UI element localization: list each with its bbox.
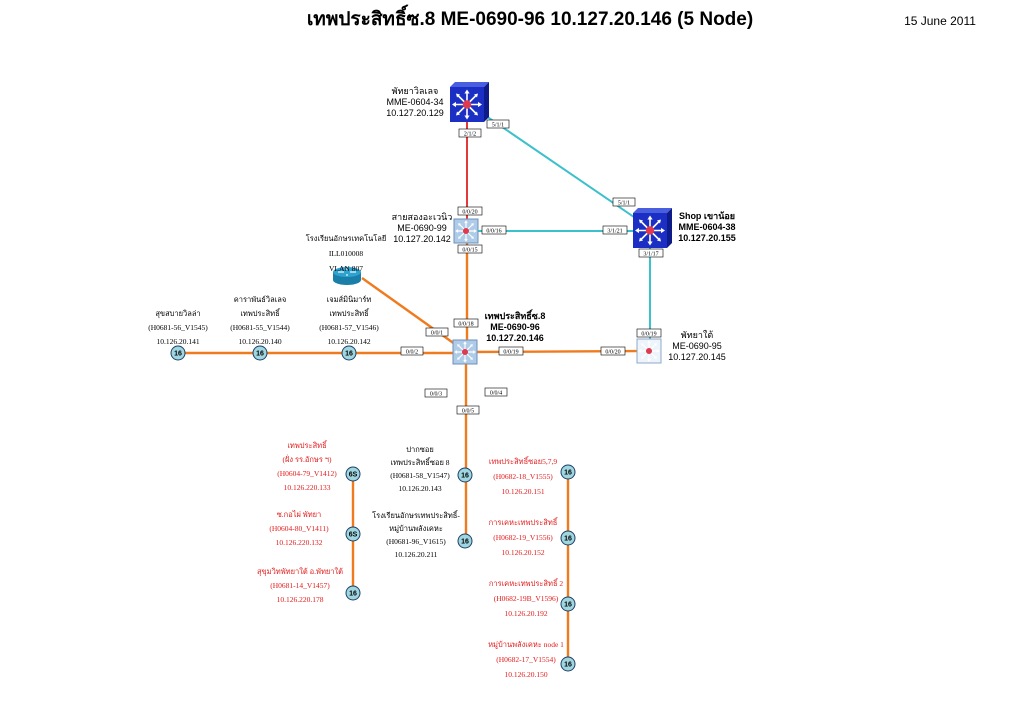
node-south-2[interactable]: 16	[457, 533, 473, 549]
node-label-south-2: โรงเรียนอักษรเทพประสิทธิ์- หมู่บ้านพลังเ…	[372, 511, 460, 559]
port-label: 0/0/18	[453, 318, 479, 328]
svg-text:0/0/18: 0/0/18	[458, 321, 473, 327]
port-label: 0/0/5	[456, 405, 480, 415]
svg-text:0/0/20: 0/0/20	[462, 209, 477, 215]
node-label-red-3: สุขุมวิทพัทยาใต้ อ.พัทยาใต้ (H0681-14_V1…	[256, 567, 344, 604]
node-east-3[interactable]: 16	[560, 596, 576, 612]
svg-text:0/0/19: 0/0/19	[503, 349, 518, 355]
node-west-3[interactable]: 16	[341, 345, 357, 361]
node-red-2[interactable]: 6S	[345, 526, 361, 542]
switch-sai-song[interactable]	[453, 218, 479, 244]
svg-text:0/0/1: 0/0/1	[431, 330, 443, 336]
svg-text:0/0/20: 0/0/20	[605, 349, 620, 355]
port-label: 3/1/21	[602, 225, 628, 234]
node-label-east-3: การเคหะเทพประสิทธิ์ 2 (H0682-19B_V1596) …	[488, 579, 564, 618]
switch-icon	[451, 88, 483, 121]
switch-label-pattaya-village: พัทยาวิลเลจ MME-0604-34 10.127.20.129	[386, 86, 444, 118]
port-labels: 2/1/2 5/1/1 5/1/1 3/1/21 3/1/17 0/0/20 0…	[400, 119, 664, 415]
svg-text:16: 16	[564, 470, 572, 477]
svg-text:16: 16	[564, 602, 572, 609]
switch-thepprasit8[interactable]	[452, 339, 478, 365]
svg-text:5/1/1: 5/1/1	[492, 122, 504, 128]
port-label: 0/0/19	[636, 328, 662, 338]
switch-shop-khao-noi[interactable]	[633, 208, 672, 248]
router-label: โรงเรียนอักษรเทคโนโลยี ILL010008 VLAN 80…	[305, 234, 387, 273]
node-west-1[interactable]: 16	[170, 345, 186, 361]
router-akson-tech[interactable]	[333, 267, 361, 285]
node-label-red-1: เทพประสิทธิ์ (ฝั่ง รร.อักษร ฯ) (H0604-79…	[277, 441, 337, 492]
svg-text:5/1/1: 5/1/1	[618, 200, 630, 206]
node-east-2[interactable]: 16	[560, 530, 576, 546]
links	[178, 102, 651, 664]
node-west-2[interactable]: 16	[252, 345, 268, 361]
switch-label-sai-song: สายสองอะเวนิว ME-0690-99 10.127.20.142	[391, 212, 453, 244]
svg-text:0/0/4: 0/0/4	[490, 390, 502, 396]
svg-text:6S: 6S	[349, 532, 358, 539]
node-east-4[interactable]: 16	[560, 656, 576, 672]
svg-text:2/1/2: 2/1/2	[464, 131, 476, 137]
svg-text:16: 16	[461, 539, 469, 546]
switch-pattaya-tai[interactable]	[636, 338, 662, 364]
svg-text:3/1/21: 3/1/21	[607, 228, 622, 234]
access-nodes: 16 16 16 16 16 6S 6S 16 16 16 16 16	[170, 345, 576, 672]
svg-text:16: 16	[349, 591, 357, 598]
port-label: 3/1/17	[638, 248, 664, 258]
svg-text:0/0/15: 0/0/15	[462, 247, 477, 253]
node-label-west-1: สุขสบายวิลล่า (H0681-56_V1545) 10.126.20…	[148, 309, 208, 346]
node-east-1[interactable]: 16	[560, 464, 576, 480]
page-title: เทพประสิทธิ์ซ.8 ME-0690-96 10.127.20.146…	[306, 9, 754, 30]
node-label-west-3: เจมส์มินิมาร์ท เทพประสิทธิ์ (H0681-57_V1…	[319, 295, 379, 346]
svg-text:0/0/2: 0/0/2	[406, 349, 418, 355]
switch-label-shop-khao-noi: Shop เขาน้อย MME-0604-38 10.127.20.155	[678, 211, 736, 243]
switch-icon	[453, 340, 477, 364]
svg-text:16: 16	[256, 351, 264, 358]
node-label-east-1: เทพประสิทธิ์ซอย5,7,9 (H0682-18_V1555) 10…	[488, 457, 558, 496]
switch-pattaya-village[interactable]	[450, 82, 489, 122]
port-label: 0/0/4	[484, 387, 508, 397]
node-label-east-2: การเคหะเทพประสิทธิ์ (H0682-19_V1556) 10.…	[488, 518, 558, 557]
port-label: 0/0/2	[400, 346, 424, 356]
svg-text:16: 16	[345, 351, 353, 358]
router-icon	[338, 268, 356, 276]
node-label-west-2: คาราพันธ์วิลเลจ เทพประสิทธิ์ (H0681-55_V…	[230, 295, 290, 346]
port-label: 0/0/20	[457, 206, 483, 215]
svg-text:0/0/3: 0/0/3	[430, 391, 442, 397]
port-label: 0/0/20	[600, 346, 626, 356]
port-label: 0/0/3	[424, 388, 448, 398]
svg-text:0/0/19: 0/0/19	[641, 331, 656, 337]
port-label: 5/1/1	[486, 119, 510, 128]
switch-label-thepprasit8: เทพประสิทธิ์ซ.8 ME-0690-96 10.127.20.146	[484, 311, 546, 343]
port-label: 0/0/1	[425, 327, 449, 337]
svg-text:3/1/17: 3/1/17	[643, 251, 658, 257]
svg-text:0/0/5: 0/0/5	[462, 408, 474, 414]
svg-text:16: 16	[461, 473, 469, 480]
switch-icon	[454, 219, 478, 243]
node-south-1[interactable]: 16	[457, 467, 473, 483]
port-label: 2/1/2	[458, 128, 482, 137]
node-red-3[interactable]: 16	[345, 585, 361, 601]
svg-text:6S: 6S	[349, 472, 358, 479]
page-date: 15 June 2011	[904, 14, 976, 28]
node-label-east-4: หมู่บ้านพลังเคหะ node 1 (H0682-17_V1554)…	[488, 640, 564, 679]
port-label: 0/0/15	[457, 244, 483, 253]
switch-label-pattaya-tai: พัทยาใต้ ME-0690-95 10.127.20.145	[668, 330, 726, 362]
node-label-south-1: ปากซอย เทพประสิทธิ์ซอย 8 (H0681-58_V1547…	[390, 445, 450, 493]
port-label: 5/1/1	[612, 197, 636, 206]
port-label: 0/0/19	[498, 346, 524, 356]
node-label-red-2: ซ.กอไผ่ พัทยา (H0604-80_V1411) 10.126.22…	[269, 510, 329, 547]
switch-icon	[637, 339, 661, 363]
svg-text:0/0/16: 0/0/16	[486, 228, 501, 234]
svg-text:16: 16	[174, 351, 182, 358]
link-router-thepprasit8	[361, 277, 467, 353]
port-label: 0/0/16	[481, 225, 507, 234]
svg-text:16: 16	[564, 536, 572, 543]
node-red-1[interactable]: 6S	[345, 466, 361, 482]
svg-text:16: 16	[564, 662, 572, 669]
switch-icon	[634, 214, 666, 247]
